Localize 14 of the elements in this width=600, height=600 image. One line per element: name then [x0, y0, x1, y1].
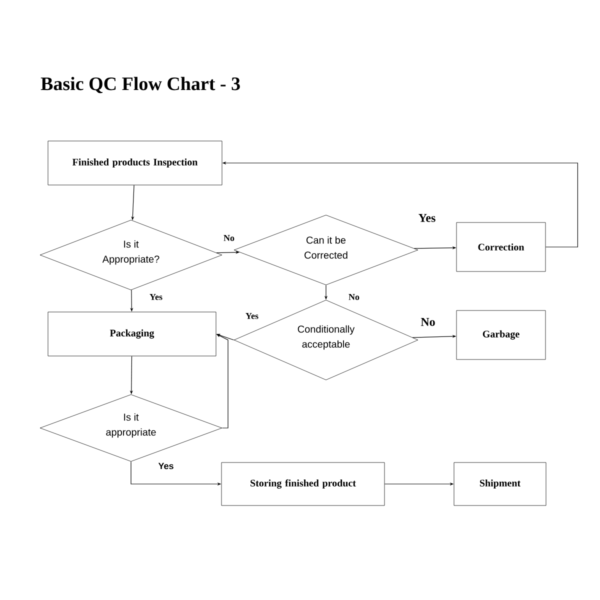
edge-label: Yes — [157, 462, 175, 470]
edge-label: Yes — [148, 293, 164, 301]
edge-label: No — [348, 293, 360, 301]
process-box: Correction — [456, 222, 546, 272]
edge-label: No — [222, 234, 236, 242]
process-box: Finished products Inspection — [48, 140, 222, 186]
title: Basic QC Flow Chart - 3 — [40, 76, 240, 94]
edge-label: Yes — [244, 312, 260, 320]
process-box: Shipment — [454, 462, 546, 506]
edge-label: Yes — [417, 213, 437, 223]
process-box: Garbage — [456, 310, 546, 360]
edge-label: No — [420, 317, 436, 327]
process-box: Packaging — [48, 312, 216, 356]
process-box: Storing finished product — [221, 462, 385, 506]
